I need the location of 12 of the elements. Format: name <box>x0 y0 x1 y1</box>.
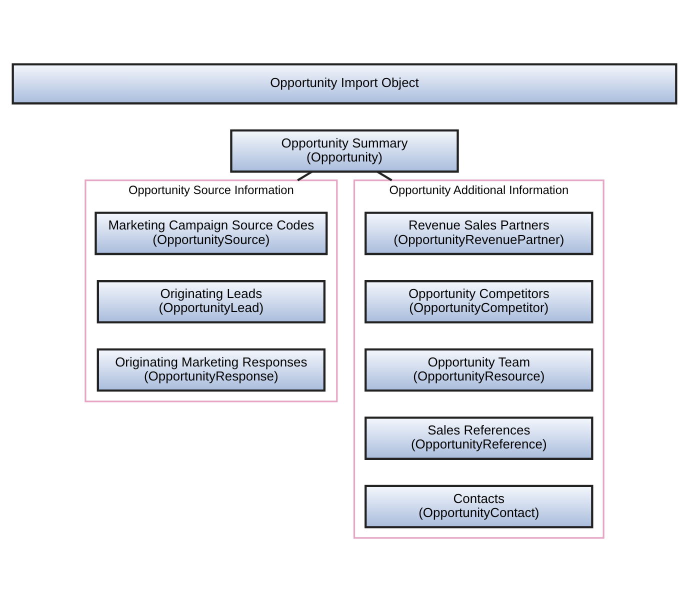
node-box: Originating Leads (OpportunityLead) <box>96 280 326 324</box>
node-box: Opportunity Import Object <box>12 63 678 104</box>
connector <box>297 170 312 182</box>
node-box: Contacts (OpportunityContact) <box>364 484 594 528</box>
node-box: Marketing Campaign Source Codes (OpportunitySource) <box>94 212 328 256</box>
node-box: Sales References (OpportunityReference) <box>364 416 594 460</box>
node-box: Opportunity Competitors (OpportunityCompetitor) <box>364 280 594 324</box>
node-box: Opportunity Summary (Opportunity) <box>230 129 459 173</box>
connector <box>376 170 392 182</box>
node-box: Revenue Sales Partners (OpportunityRevenuePartner) <box>364 212 594 256</box>
node-box: Originating Marketing Responses (OpportunityResponse) <box>96 348 326 392</box>
node-box: Opportunity Team (OpportunityResource) <box>364 348 594 392</box>
